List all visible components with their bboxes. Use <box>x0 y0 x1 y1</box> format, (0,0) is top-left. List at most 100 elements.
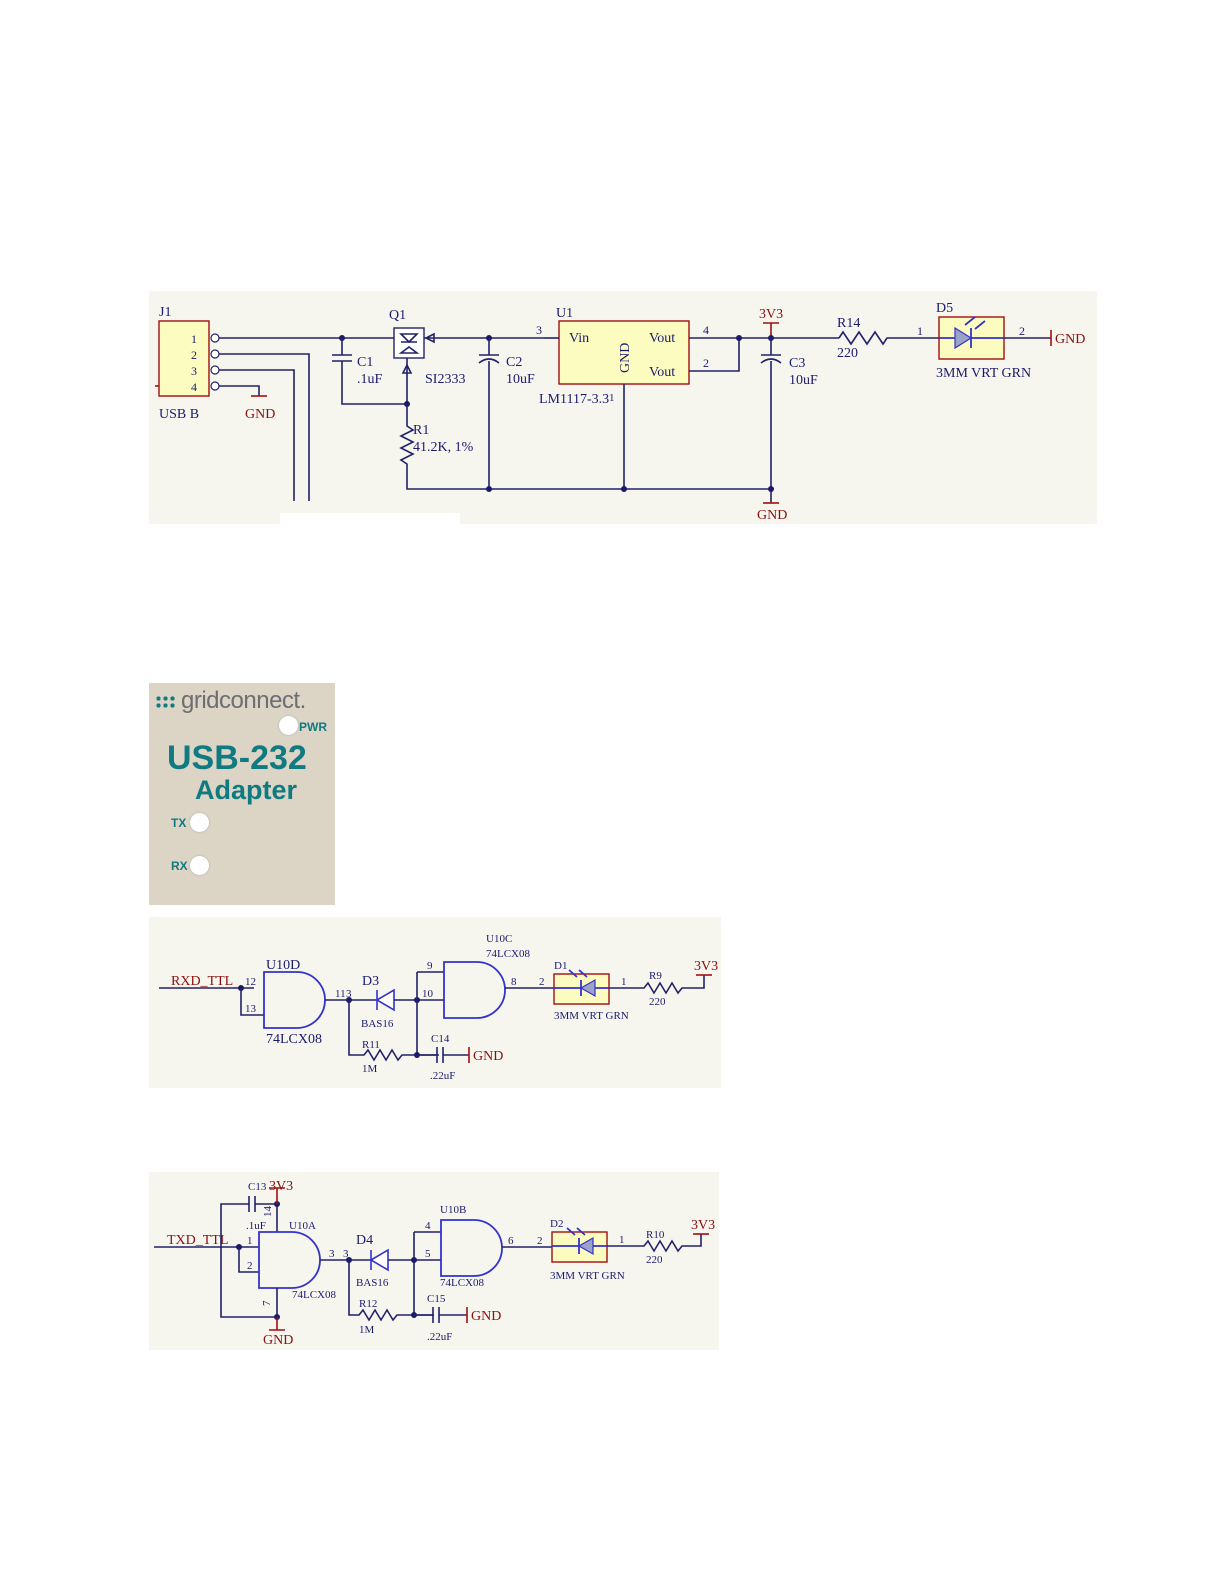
u10a-gnd-pin: 7 <box>261 1300 273 1306</box>
u10d-out: 11 <box>335 988 346 1000</box>
u10b-out: 6 <box>508 1235 514 1247</box>
u10a-in2: 2 <box>247 1260 253 1272</box>
rx-led-icon <box>190 856 209 875</box>
u10a-value: 74LCX08 <box>292 1289 337 1301</box>
tx-led-icon <box>190 813 209 832</box>
d5-pin2: 2 <box>1019 324 1025 338</box>
u1-body <box>558 320 690 385</box>
d3-value: BAS16 <box>361 1018 394 1030</box>
u1-vout1-label: Vout <box>649 331 675 346</box>
c2-value: 10uF <box>506 372 535 387</box>
txd-net-label: TXD_TTL <box>167 1233 228 1248</box>
u1-pin-vin: 3 <box>536 323 542 337</box>
r11-ref: R11 <box>362 1039 380 1051</box>
power-gnd-label: GND <box>757 508 787 523</box>
d2-ref: D2 <box>550 1218 563 1230</box>
u1-pin-vout: 4 <box>703 323 709 337</box>
r10-ref: R10 <box>646 1229 665 1241</box>
r14-ref: R14 <box>837 316 860 331</box>
d1-ref: D1 <box>554 960 567 972</box>
u1-gnd-label: GND <box>618 343 633 373</box>
d5-ref: D5 <box>936 301 953 316</box>
d5-gnd-label: GND <box>1055 332 1085 347</box>
u1-ref: U1 <box>556 306 573 321</box>
d4-value: BAS16 <box>356 1277 389 1289</box>
u1-vout2-label: Vout <box>649 365 675 380</box>
u10c-in2: 10 <box>422 988 434 1000</box>
q1-value: SI2333 <box>425 372 465 387</box>
u10d-in2: 13 <box>245 1003 257 1015</box>
d4-ref: D4 <box>356 1233 373 1248</box>
j1-ref: J1 <box>159 305 171 320</box>
c3-value: 10uF <box>789 373 818 388</box>
front-panel-label: gridconnect. PWR USB-232 Adapter TX RX <box>149 683 335 905</box>
gridconnect-logo: gridconnect. <box>155 687 306 715</box>
r9-ref: R9 <box>649 970 662 982</box>
pwr-led-icon <box>279 716 298 735</box>
d5-value: 3MM VRT GRN <box>936 366 1031 381</box>
panel-gap <box>280 513 460 525</box>
u10c-ref: U10C <box>486 933 512 945</box>
tx-rail-top-label: 3V3 <box>269 1179 293 1194</box>
r12-ref: R12 <box>359 1298 377 1310</box>
u10b-ref: U10B <box>440 1204 466 1216</box>
u10a-in1: 1 <box>247 1235 253 1247</box>
c1-ref: C1 <box>357 355 373 370</box>
u10c-out: 8 <box>511 976 517 988</box>
u10a-ref: U10A <box>289 1220 316 1232</box>
r9-value: 220 <box>649 996 666 1008</box>
d2-pin2: 1 <box>619 1234 625 1246</box>
u10c-value: 74LCX08 <box>486 948 531 960</box>
u10a-vcc-pin: 14 <box>262 1206 274 1218</box>
power-schematic-panel: J1 1 2 3 4 USB B GND C1 .1uF Q1 SI2333 <box>149 291 1097 524</box>
j1-body <box>158 320 210 397</box>
tx-led-label: TX <box>171 816 187 830</box>
brand-name: gridconnect. <box>181 687 306 714</box>
tx-schematic-panel: TXD_TTL C13 3V3 .1uF 14 GND 7 U10A 74LCX… <box>149 1172 719 1350</box>
d2-pin1: 2 <box>537 1235 543 1247</box>
u10d-ref: U10D <box>266 958 300 973</box>
j1-pin4: 4 <box>191 380 197 394</box>
c15-value: .22uF <box>427 1331 452 1343</box>
r12-value: 1M <box>359 1324 375 1336</box>
product-subtitle: Adapter <box>195 775 298 805</box>
u1-pin-gnd: 1 <box>609 392 615 404</box>
tx-gnd-bottom-label: GND <box>263 1333 293 1348</box>
j1-pin2: 2 <box>191 348 197 362</box>
u10d-value: 74LCX08 <box>266 1032 322 1047</box>
c13-value: .1uF <box>246 1220 266 1232</box>
rx-schematic-panel: RXD_TTL U10D 74LCX08 1 2 13 11 3 D3 BAS16… <box>149 917 721 1088</box>
c13-ref: C13 <box>248 1181 267 1193</box>
r14-value: 220 <box>837 346 858 361</box>
d3-pin: 3 <box>346 988 352 1000</box>
r11-value: 1M <box>362 1063 378 1075</box>
d1-value: 3MM VRT GRN <box>554 1010 629 1022</box>
r10-value: 220 <box>646 1254 663 1266</box>
rx-rail-label: 3V3 <box>694 959 718 974</box>
u10b-value: 74LCX08 <box>440 1277 485 1289</box>
rxd-net-label: RXD_TTL <box>171 974 233 989</box>
c15-gnd-label: GND <box>471 1309 501 1324</box>
tx-rail-label: 3V3 <box>691 1218 715 1233</box>
power-schematic: J1 1 2 3 4 USB B GND C1 .1uF Q1 SI2333 <box>155 301 1085 523</box>
rx-led-label: RX <box>171 859 188 873</box>
d4-pin: 3 <box>343 1248 349 1260</box>
j1-value: USB B <box>159 407 199 422</box>
r1-ref: R1 <box>413 423 429 438</box>
d1-pin2: 1 <box>621 976 627 988</box>
u1-pin-vout2: 2 <box>703 356 709 370</box>
d5-pin1: 1 <box>917 324 923 338</box>
rail-3v3-label: 3V3 <box>759 307 783 322</box>
c15-ref: C15 <box>427 1293 446 1305</box>
rx-schematic: RXD_TTL U10D 74LCX08 1 2 13 11 3 D3 BAS16… <box>159 933 718 1082</box>
c14-ref: C14 <box>431 1033 450 1045</box>
d1-pin1: 2 <box>539 976 545 988</box>
u1-vin-label: Vin <box>569 331 589 346</box>
d2-value: 3MM VRT GRN <box>550 1270 625 1282</box>
tx-schematic: TXD_TTL C13 3V3 .1uF 14 GND 7 U10A 74LCX… <box>154 1179 715 1348</box>
c2-ref: C2 <box>506 355 522 370</box>
j1-pin1: 1 <box>191 332 197 346</box>
j1-pin3: 3 <box>191 364 197 378</box>
pwr-led-label: PWR <box>299 720 327 734</box>
d3-ref: D3 <box>362 974 379 989</box>
